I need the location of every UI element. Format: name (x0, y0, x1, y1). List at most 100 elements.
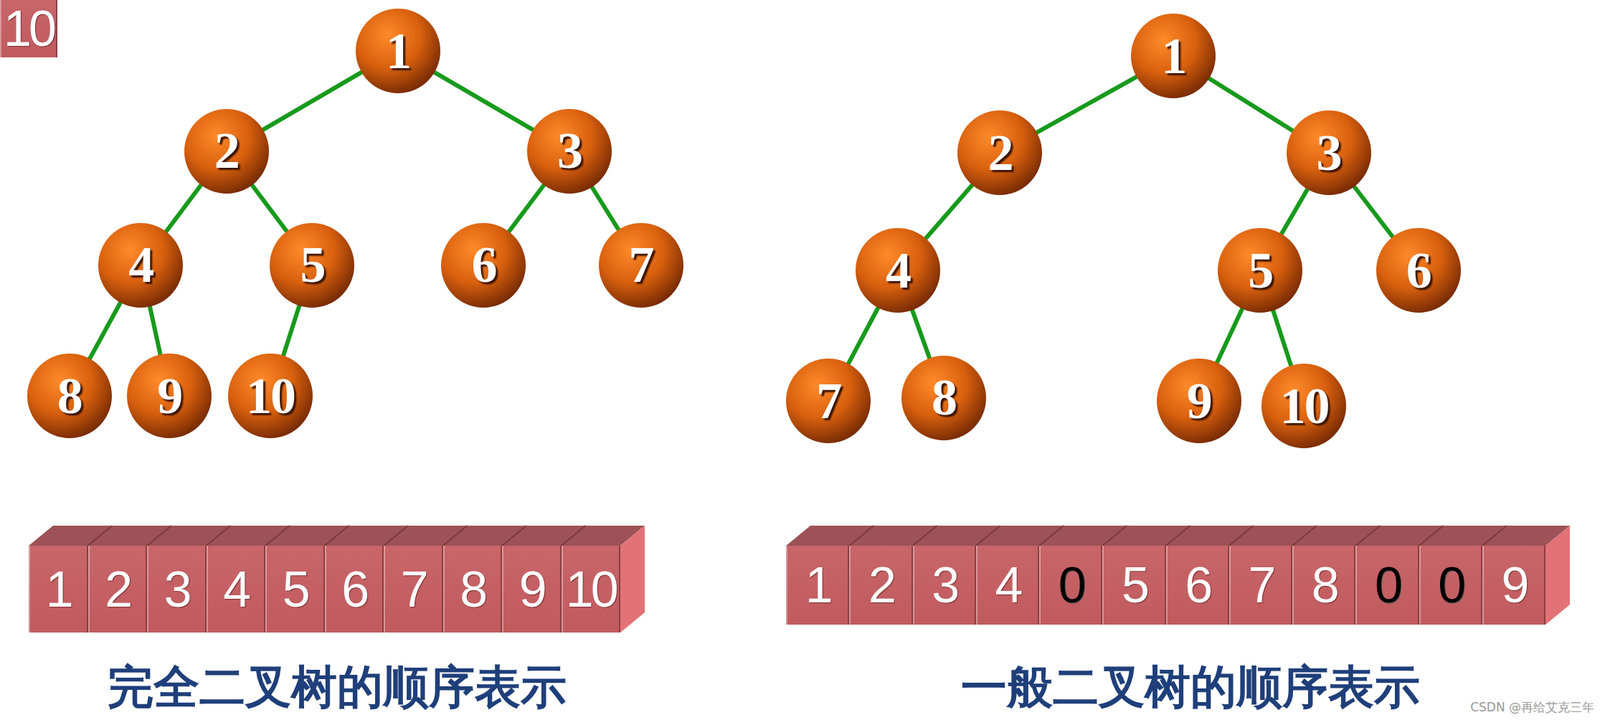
node-number: 8 (57, 366, 82, 426)
array-cell: 1 (786, 545, 850, 625)
node-number: 1 (1161, 26, 1186, 87)
tree-edge (848, 306, 879, 365)
tree-node-circle: 2 (956, 109, 1043, 196)
tree-edge (149, 306, 161, 356)
tree-edge (89, 301, 122, 360)
node-number: 1 (385, 21, 411, 82)
array-top-divider (88, 525, 113, 546)
node-number: 7 (816, 371, 841, 432)
array-value: 8 (459, 560, 485, 619)
tree-node-circle: 1 (1130, 12, 1217, 99)
array-value: 3 (164, 560, 190, 619)
tree-node-circle: 5 (1217, 227, 1304, 314)
node-number: 10 (1279, 376, 1329, 437)
tree-edge (251, 184, 288, 233)
array-value: 1 (45, 560, 71, 619)
tree-node-circle: 8 (26, 352, 113, 439)
array-top-divider (912, 525, 938, 546)
tree-edge (591, 186, 619, 231)
array-value: 2 (104, 560, 130, 619)
array-value: 0 (1374, 556, 1400, 614)
node-number: 3 (1316, 123, 1342, 183)
tree-node-circle: 2 (183, 108, 270, 195)
array-value: 5 (1121, 556, 1147, 614)
array-cell: 7 (1229, 545, 1293, 625)
node-number: 5 (299, 235, 325, 295)
tree-node-circle: 6 (1375, 227, 1462, 314)
array-cell: 2 (849, 545, 913, 625)
node-number: 10 (245, 366, 295, 426)
array-top-divider (324, 525, 350, 546)
tree-node-circle: 6 (440, 222, 527, 309)
array-top-divider (561, 525, 586, 546)
tree-edge (283, 304, 300, 357)
array-cell: 9 (502, 545, 562, 633)
array-cell: 3 (912, 545, 977, 625)
array-top-divider (443, 525, 468, 546)
node-number: 5 (1247, 240, 1273, 301)
array-value: 0 (1437, 556, 1464, 614)
array-top-divider (1229, 525, 1254, 546)
array-top-divider (976, 525, 1001, 546)
array-top-face (28, 525, 645, 546)
tree-node-circle: 4 (854, 227, 941, 314)
array-top-divider (1039, 525, 1064, 546)
array-cell: 7 (383, 545, 444, 633)
node-number: 2 (214, 121, 239, 181)
array-cell: 5 (1102, 545, 1166, 625)
watermark: CSDN @再给艾克三年 (1470, 699, 1595, 716)
node-number: 6 (471, 235, 496, 295)
tree-node-circle: 7 (598, 222, 685, 309)
array-cell: 10 (0, 0, 58, 58)
array-value: 4 (994, 556, 1020, 614)
array-top-face (786, 525, 1570, 546)
tree-node-circle: 1 (354, 7, 442, 94)
array-top-divider (383, 525, 409, 546)
tree-node-circle: 9 (126, 352, 213, 439)
tree-edge (1272, 309, 1291, 367)
array-value: 10 (565, 560, 617, 619)
array-cell: 4 (206, 545, 267, 633)
array-value: 4 (223, 560, 249, 619)
tree-node-circle: 9 (1156, 357, 1243, 444)
array-top-divider (502, 525, 527, 546)
array-value: 7 (1247, 556, 1273, 614)
tree-edge (1280, 189, 1308, 235)
node-number: 7 (628, 235, 654, 295)
array-cell: 4 (976, 545, 1040, 625)
array-value: 1 (805, 556, 831, 614)
array-cell: 10 (561, 545, 622, 633)
node-number: 3 (557, 121, 582, 181)
node-number: 9 (157, 366, 182, 426)
array-value: 9 (1501, 556, 1527, 614)
node-number: 4 (128, 235, 153, 295)
array-value: 5 (282, 560, 308, 619)
tree-edge (262, 71, 363, 130)
array-cell: 0 (1355, 545, 1419, 625)
array-cell: 1 (28, 545, 89, 633)
tree-node-circle: 3 (1285, 109, 1372, 196)
tree-edge (1208, 78, 1294, 132)
array-value: 10 (3, 0, 54, 58)
array-cell: 5 (265, 545, 325, 633)
tree-node-circle: 10 (227, 352, 314, 439)
array-value: 6 (1184, 556, 1210, 614)
tree-edge (165, 184, 202, 233)
array-cell: 2 (88, 545, 148, 633)
array-value: 3 (931, 556, 957, 614)
tree-edge (1354, 185, 1394, 238)
array-top-divider (849, 525, 874, 546)
array-top-divider (265, 525, 290, 546)
array-top-divider (1166, 525, 1191, 546)
array-cell: 6 (324, 545, 385, 633)
array-top-divider (206, 525, 231, 546)
array-cell: 8 (443, 545, 503, 633)
caption: 一般二叉树的顺序表示 (961, 656, 1420, 719)
array-cell: 0 (1419, 545, 1483, 625)
array-top-divider (1292, 525, 1317, 546)
array-side-face (1545, 525, 1570, 625)
tree-edge (1216, 308, 1243, 364)
tree-edge (912, 309, 931, 360)
array-value: 8 (1311, 556, 1337, 614)
